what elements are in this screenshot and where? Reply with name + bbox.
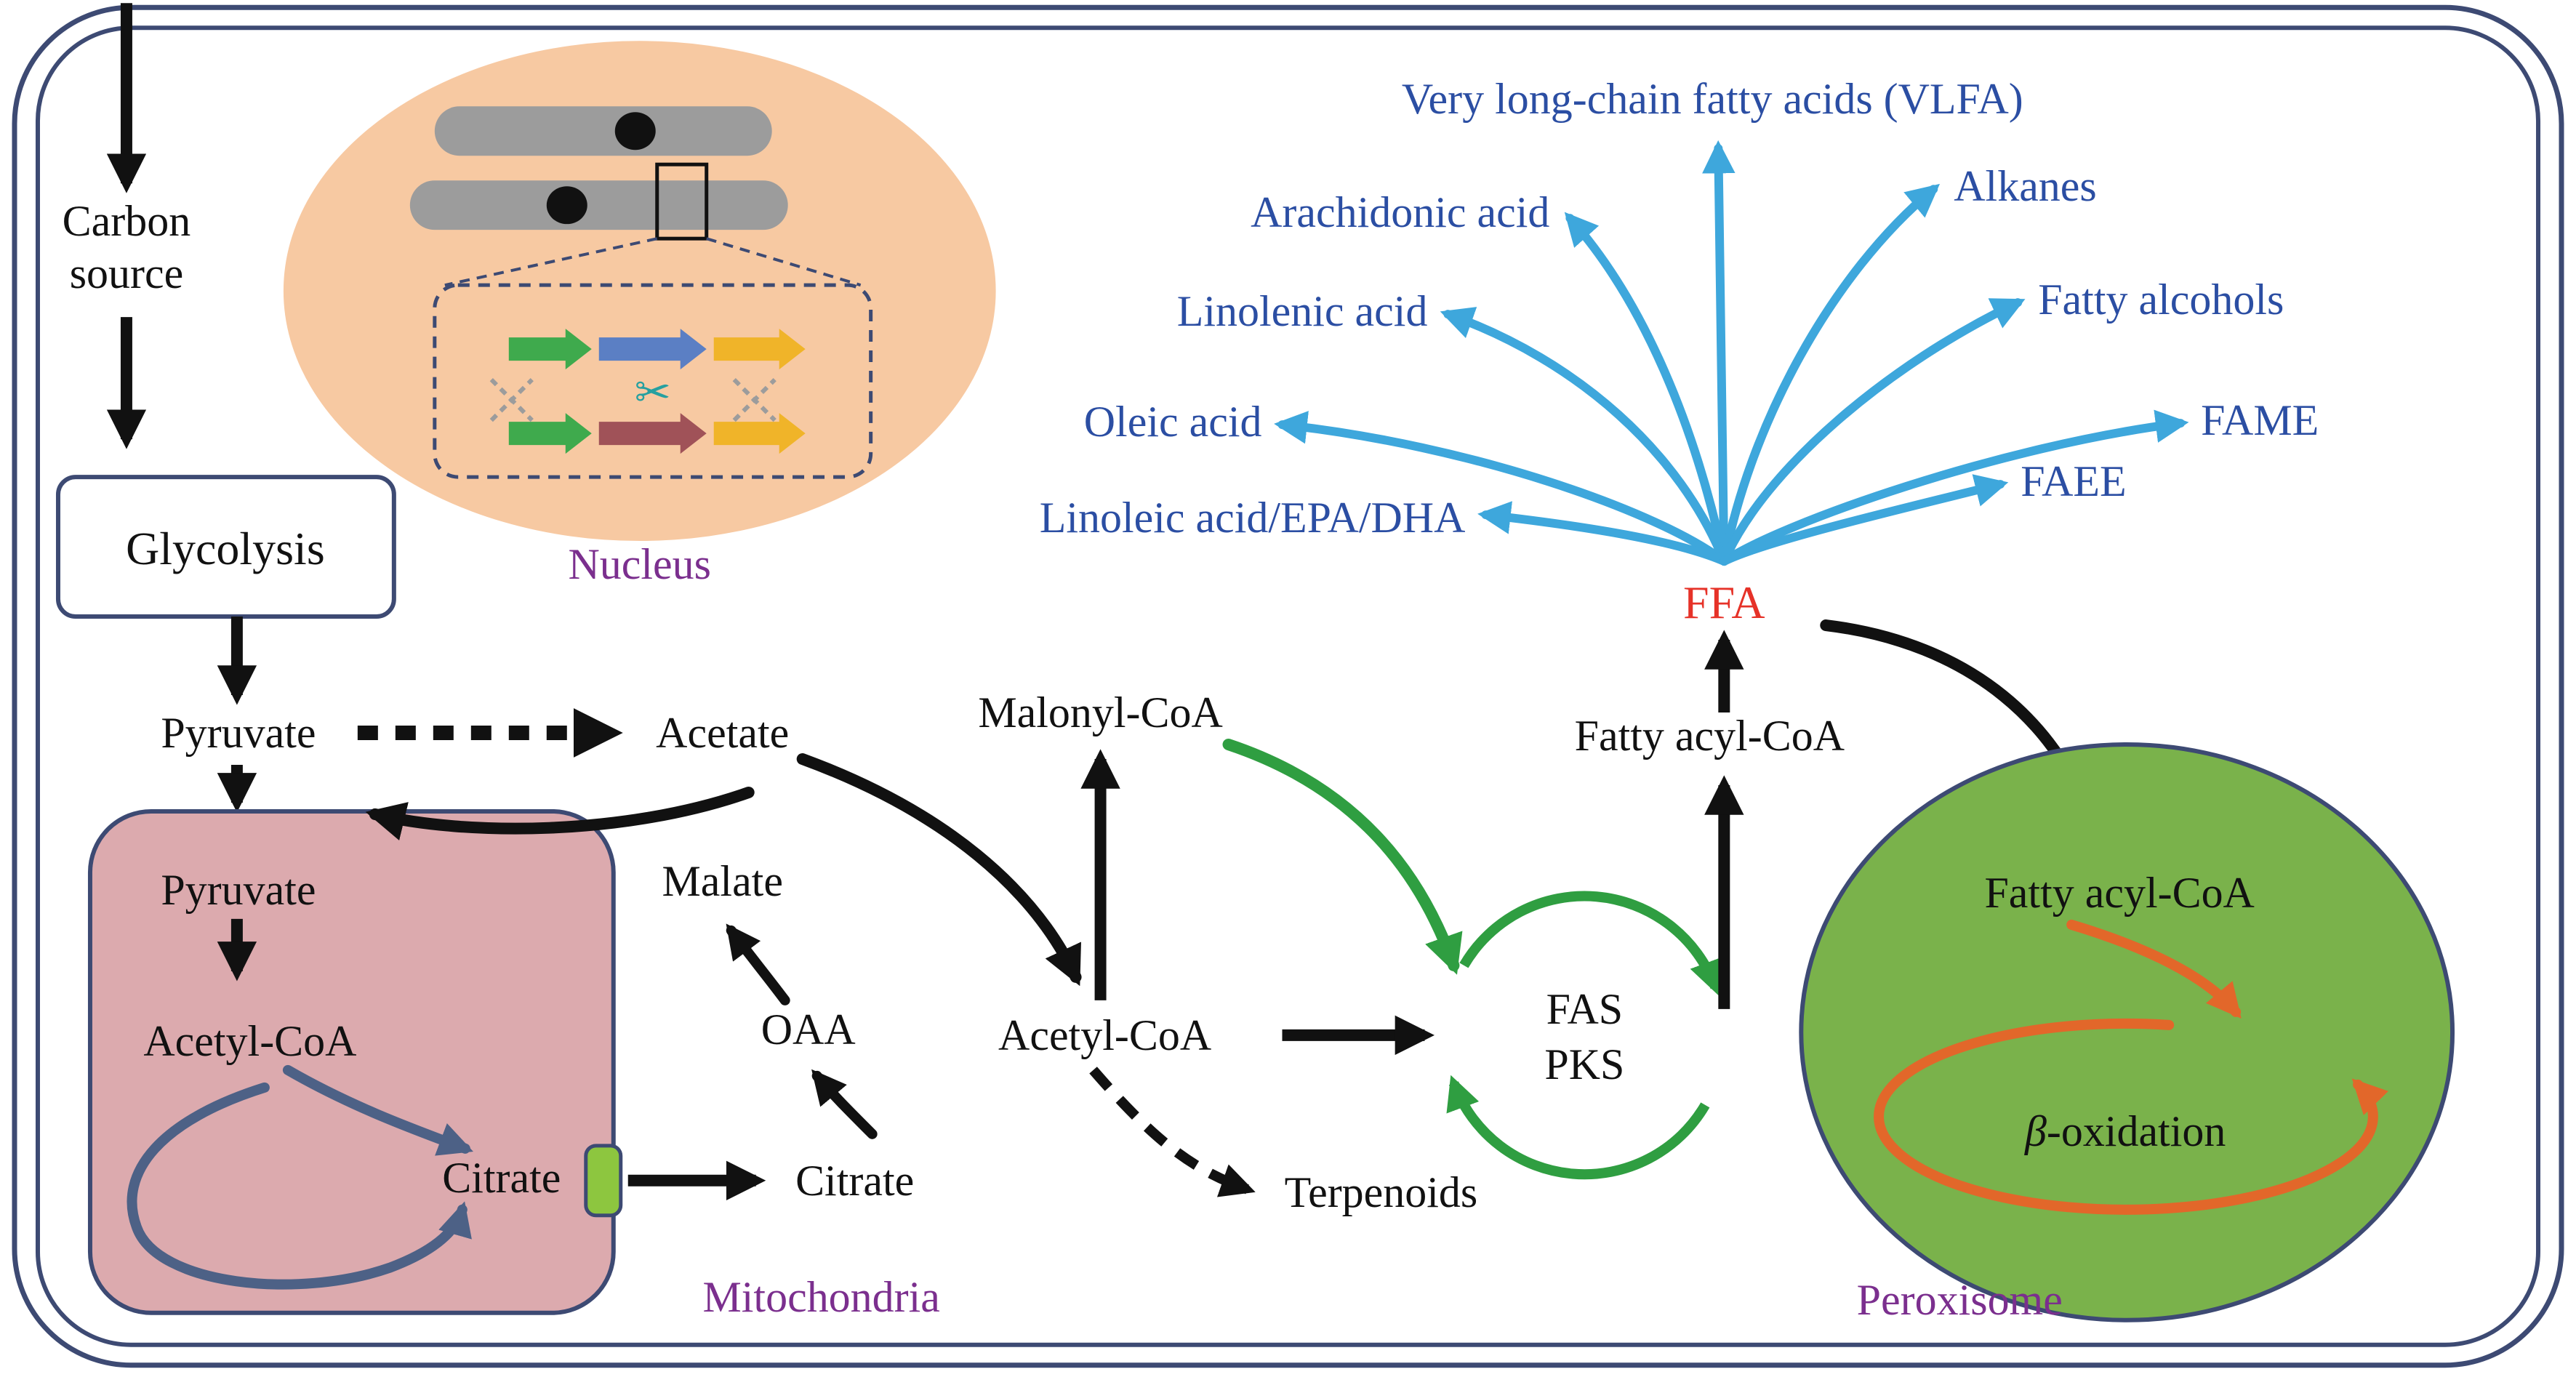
nucleus-body xyxy=(283,41,996,542)
gene-arrow-blue xyxy=(598,329,707,370)
crossover-x-left-line2 xyxy=(489,377,534,422)
crossover-x-right-line2 xyxy=(732,377,777,422)
citrate-transporter xyxy=(584,1144,623,1218)
arrow-ffa-to-fattyalcohols xyxy=(1720,298,2026,566)
alkanes-label: Alkanes xyxy=(1954,162,2097,210)
arrow-ffa-to-faee xyxy=(1720,474,2009,566)
ffa-product-fan: Very long-chain fatty acids (VLFA) Arach… xyxy=(1040,75,2319,566)
peroxisome-body xyxy=(1799,742,2455,1322)
tca-cycle-loop xyxy=(127,1082,472,1290)
linoleic-label: Linoleic acid/EPA/DHA xyxy=(1040,494,1466,542)
acetate-label: Acetate xyxy=(656,709,789,757)
scissors-icon: ✂ xyxy=(635,369,671,417)
pyruvate-cytosol-label: Pyruvate xyxy=(161,709,316,757)
arrow-fattyacylcoa-to-betaoxidation xyxy=(2066,919,2242,1019)
glycolysis-box xyxy=(55,475,396,619)
beta-symbol: β xyxy=(2024,1107,2047,1155)
gene-arrow-green-top xyxy=(508,329,592,370)
gene-arrow-maroon xyxy=(598,413,707,454)
ffa-label: FFA xyxy=(1683,577,1765,628)
mitochondria-group: Pyruvate Acetyl-CoA Citrate Mitochondria xyxy=(87,808,940,1321)
gene-cassette-box xyxy=(433,283,873,479)
acetylcoa-mito-label: Acetyl-CoA xyxy=(143,1017,356,1065)
arrow-citrate-to-oaa xyxy=(811,1069,878,1139)
gene-arrow-yellow-bottom xyxy=(713,413,806,454)
centromere-1 xyxy=(614,112,656,150)
centromere-2 xyxy=(546,186,587,225)
chromosome-2 xyxy=(409,180,788,230)
acetylcoa-cytosol-label: Acetyl-CoA xyxy=(998,1011,1211,1059)
oaa-label: OAA xyxy=(761,1005,856,1053)
arrow-malonylcoa-to-fas xyxy=(1222,738,1463,975)
carbon-source-label-line2: source xyxy=(70,249,184,297)
fattyalcohols-label: Fatty alcohols xyxy=(2038,276,2284,324)
arrow-ffa-to-alkanes xyxy=(1720,183,1941,566)
faee-label: FAEE xyxy=(2021,457,2126,505)
fattyacylcoa-cytosol-label: Fatty acyl-CoA xyxy=(1575,712,1845,760)
oleic-label: Oleic acid xyxy=(1084,398,1262,446)
fas-label: FAS xyxy=(1546,985,1624,1033)
chromosome-1 xyxy=(434,106,772,156)
arrow-malate-return-curve xyxy=(365,786,755,840)
beta-oxidation-label: β-oxidation xyxy=(2024,1107,2226,1155)
arrow-ffa-to-fame xyxy=(1720,409,2189,566)
gene-arrow-yellow-top xyxy=(713,329,806,370)
arrow-ffa-to-arachidonic xyxy=(1564,212,1729,566)
beta-oxidation-cycle-loop xyxy=(1874,1018,2388,1215)
citrate-mito-label: Citrate xyxy=(442,1154,561,1202)
terpenoids-label: Terpenoids xyxy=(1285,1168,1478,1216)
arrow-acetylcoa-to-terpenoids-dashed xyxy=(1089,1067,1256,1197)
arrow-ffa-to-linoleic xyxy=(1477,501,1729,566)
citrate-cytosol-label: Citrate xyxy=(795,1157,914,1205)
fas-pks-cycle-arc-bottom xyxy=(1446,1075,1710,1180)
arrow-ffa-to-linolenic xyxy=(1440,307,1729,566)
cytosol-shuttle-group: Acetate Malate OAA Citrate xyxy=(357,707,914,1205)
fatty-acid-synthesis-group: Acetyl-CoA Malonyl-CoA Terpenoids FAS PK… xyxy=(796,577,1845,1216)
nucleus-label: Nucleus xyxy=(568,540,711,588)
arrow-oaa-to-malate xyxy=(726,923,790,1005)
cell-outer-membrane xyxy=(12,4,2564,1368)
vlfa-label: Very long-chain fatty acids (VLFA) xyxy=(1402,75,2023,123)
fas-pks-cycle-arc-top xyxy=(1459,891,1723,996)
linolenic-label: Linolenic acid xyxy=(1177,287,1428,335)
carbon-source-label-line1: Carbon xyxy=(63,197,191,245)
nucleus-group: ✂ Nucleus xyxy=(283,41,996,588)
pyruvate-mito-label: Pyruvate xyxy=(161,866,316,914)
malate-label: Malate xyxy=(662,857,783,905)
arachidonic-label: Arachidonic acid xyxy=(1251,188,1549,236)
fame-label: FAME xyxy=(2201,396,2319,444)
locus-zoom-box xyxy=(655,162,709,241)
crossover-x-right xyxy=(732,377,777,422)
carbon-entry-group: Carbon source Glycolysis Pyruvate xyxy=(55,3,396,813)
cell-inner-membrane xyxy=(35,25,2541,1347)
arrow-ffa-to-vlfa xyxy=(1702,140,1736,566)
arrow-ffa-to-oleic xyxy=(1274,411,1729,566)
pks-label: PKS xyxy=(1544,1040,1624,1088)
zoom-callout-line-left xyxy=(444,237,658,287)
peroxisome-label: Peroxisome xyxy=(1857,1276,2063,1324)
malonylcoa-label: Malonyl-CoA xyxy=(978,688,1222,736)
arrow-acetate-to-acetylcoa xyxy=(796,752,1082,987)
crossover-x-left xyxy=(489,377,534,422)
mitochondria-label: Mitochondria xyxy=(702,1273,939,1321)
fattyacylcoa-peroxisome-label: Fatty acyl-CoA xyxy=(1984,869,2254,917)
peroxisome-group: Fatty acyl-CoA β-oxidation Peroxisome xyxy=(1799,619,2455,1324)
gene-arrow-green-bottom xyxy=(508,413,592,454)
arrow-acetylcoa-to-citrate-tca xyxy=(282,1064,473,1156)
beta-word: -oxidation xyxy=(2047,1107,2226,1155)
glycolysis-label: Glycolysis xyxy=(126,523,325,574)
zoom-callout-line-right xyxy=(706,237,862,287)
mitochondria-body xyxy=(87,808,616,1315)
